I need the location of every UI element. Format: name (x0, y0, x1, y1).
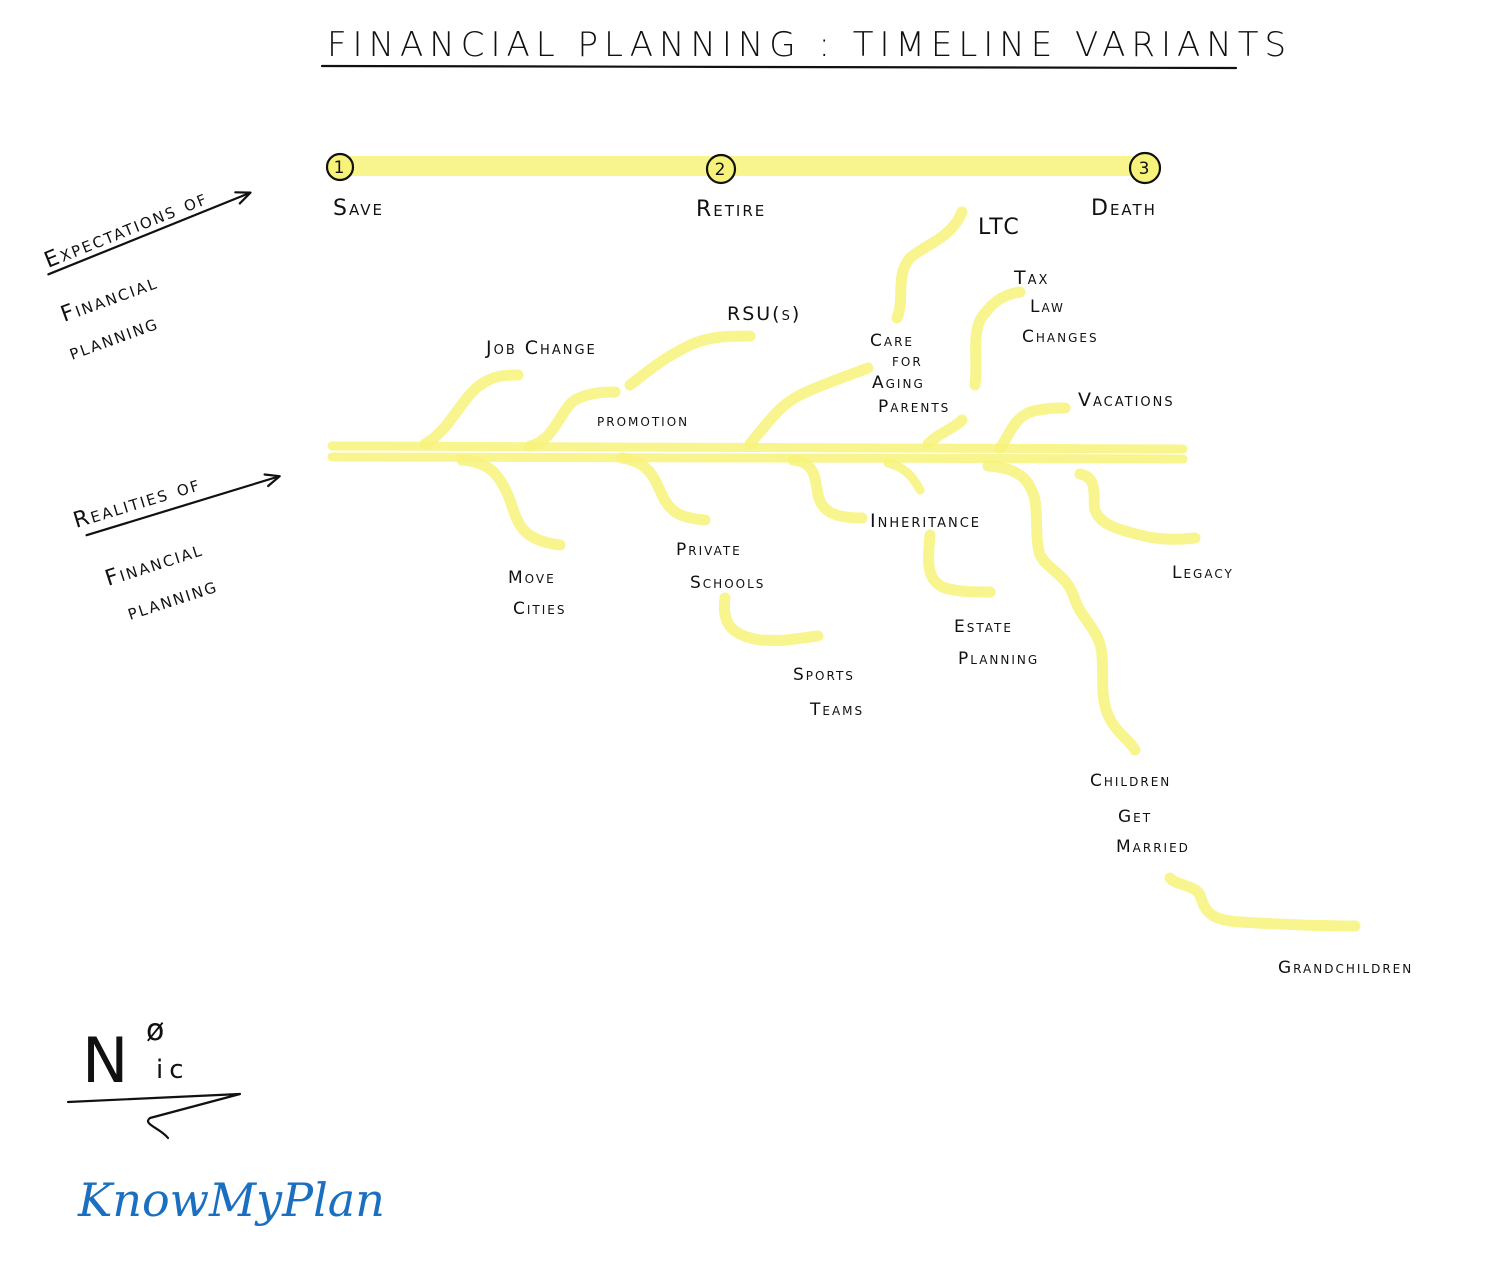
label-sports-1: Sports (793, 665, 855, 685)
realities-timeline-top (327, 441, 1188, 454)
arrow-right-icon (234, 191, 252, 205)
branch-estate-planning (923, 529, 996, 598)
label-tax-3: Changes (1022, 327, 1099, 347)
signature-underline (66, 1092, 242, 1140)
branch-promotion (524, 386, 621, 452)
label-rsus: RSU(s) (727, 303, 801, 325)
milestone-circle (705, 153, 737, 185)
label-care-4: Parents (878, 397, 950, 417)
arrow-line (47, 192, 250, 276)
expectations-label: Expectations of (41, 185, 252, 276)
arrow-right-icon (263, 473, 281, 488)
signature-sub: ic (156, 1055, 190, 1085)
branch-children-married (982, 460, 1141, 756)
signature-sup: ø (146, 1013, 164, 1048)
branch-legacy (1074, 468, 1201, 545)
milestone-1: 1 Save (325, 152, 384, 221)
expectations-label-line1: Expectations of (41, 185, 212, 273)
label-tax-1: Tax (1013, 267, 1049, 289)
milestone-label: Save (333, 196, 384, 221)
title-underline (320, 64, 1238, 70)
label-estate-2: Planning (958, 649, 1039, 669)
label-care-3: Aging (872, 373, 925, 393)
brand-logo: KnowMyPlan (77, 1173, 385, 1227)
branch-vacations (994, 402, 1071, 454)
label-promotion: promotion (597, 411, 689, 431)
label-grandchildren: Grandchildren (1278, 958, 1413, 978)
branch-inheritance (787, 454, 868, 524)
branch-care-aging-parents (744, 362, 874, 450)
label-ltc: LTC (978, 215, 1021, 240)
realities-label: Realities of (70, 471, 281, 537)
branch-inheritance-link (883, 458, 925, 495)
signature-mark: N ø ic (66, 1013, 242, 1140)
branch-private-schools (616, 452, 711, 526)
label-private-1: Private (676, 540, 742, 560)
milestone-2: 2 Retire (696, 153, 766, 222)
branch-job-change (419, 369, 524, 450)
label-inheritance: Inheritance (870, 510, 981, 532)
milestone-number: 3 (1139, 159, 1152, 179)
label-tax-2: Law (1030, 297, 1065, 317)
milestone-circle (325, 152, 355, 182)
milestone-number: 1 (334, 158, 347, 178)
label-estate-1: Estate (954, 617, 1013, 637)
branch-sports-teams (718, 592, 824, 646)
branch-care-link (922, 414, 968, 450)
realities-label-line1: Realities of (70, 471, 203, 533)
milestone-label: Death (1091, 196, 1157, 221)
label-job-change: Job Change (485, 337, 597, 359)
branch-rsus (624, 330, 756, 391)
label-move-1: Move (508, 568, 556, 588)
milestone-3: 3 Death (1091, 151, 1162, 221)
branch-ltc (891, 206, 968, 324)
label-care-1: Care (870, 331, 914, 351)
branch-grandchildren (1164, 872, 1361, 932)
page-title: Financial Planning : Timeline Variants (327, 25, 1292, 65)
milestone-circle (1128, 151, 1162, 185)
label-legacy: Legacy (1172, 563, 1234, 583)
label-move-2: Cities (513, 599, 566, 619)
label-children-2: Get (1118, 807, 1152, 827)
signature-main: N (82, 1024, 128, 1097)
milestone-label: Retire (696, 197, 766, 222)
label-care-2: for (892, 351, 923, 371)
label-children-1: Children (1090, 771, 1171, 791)
label-private-2: Schools (690, 573, 765, 593)
label-vacations: Vacations (1078, 389, 1175, 411)
label-children-3: Married (1116, 837, 1190, 857)
label-sports-2: Teams (809, 700, 864, 720)
branch-move-cities (456, 454, 566, 551)
branch-tax-law (969, 286, 1026, 391)
milestone-number: 2 (715, 160, 728, 180)
arrow-line (85, 475, 279, 537)
